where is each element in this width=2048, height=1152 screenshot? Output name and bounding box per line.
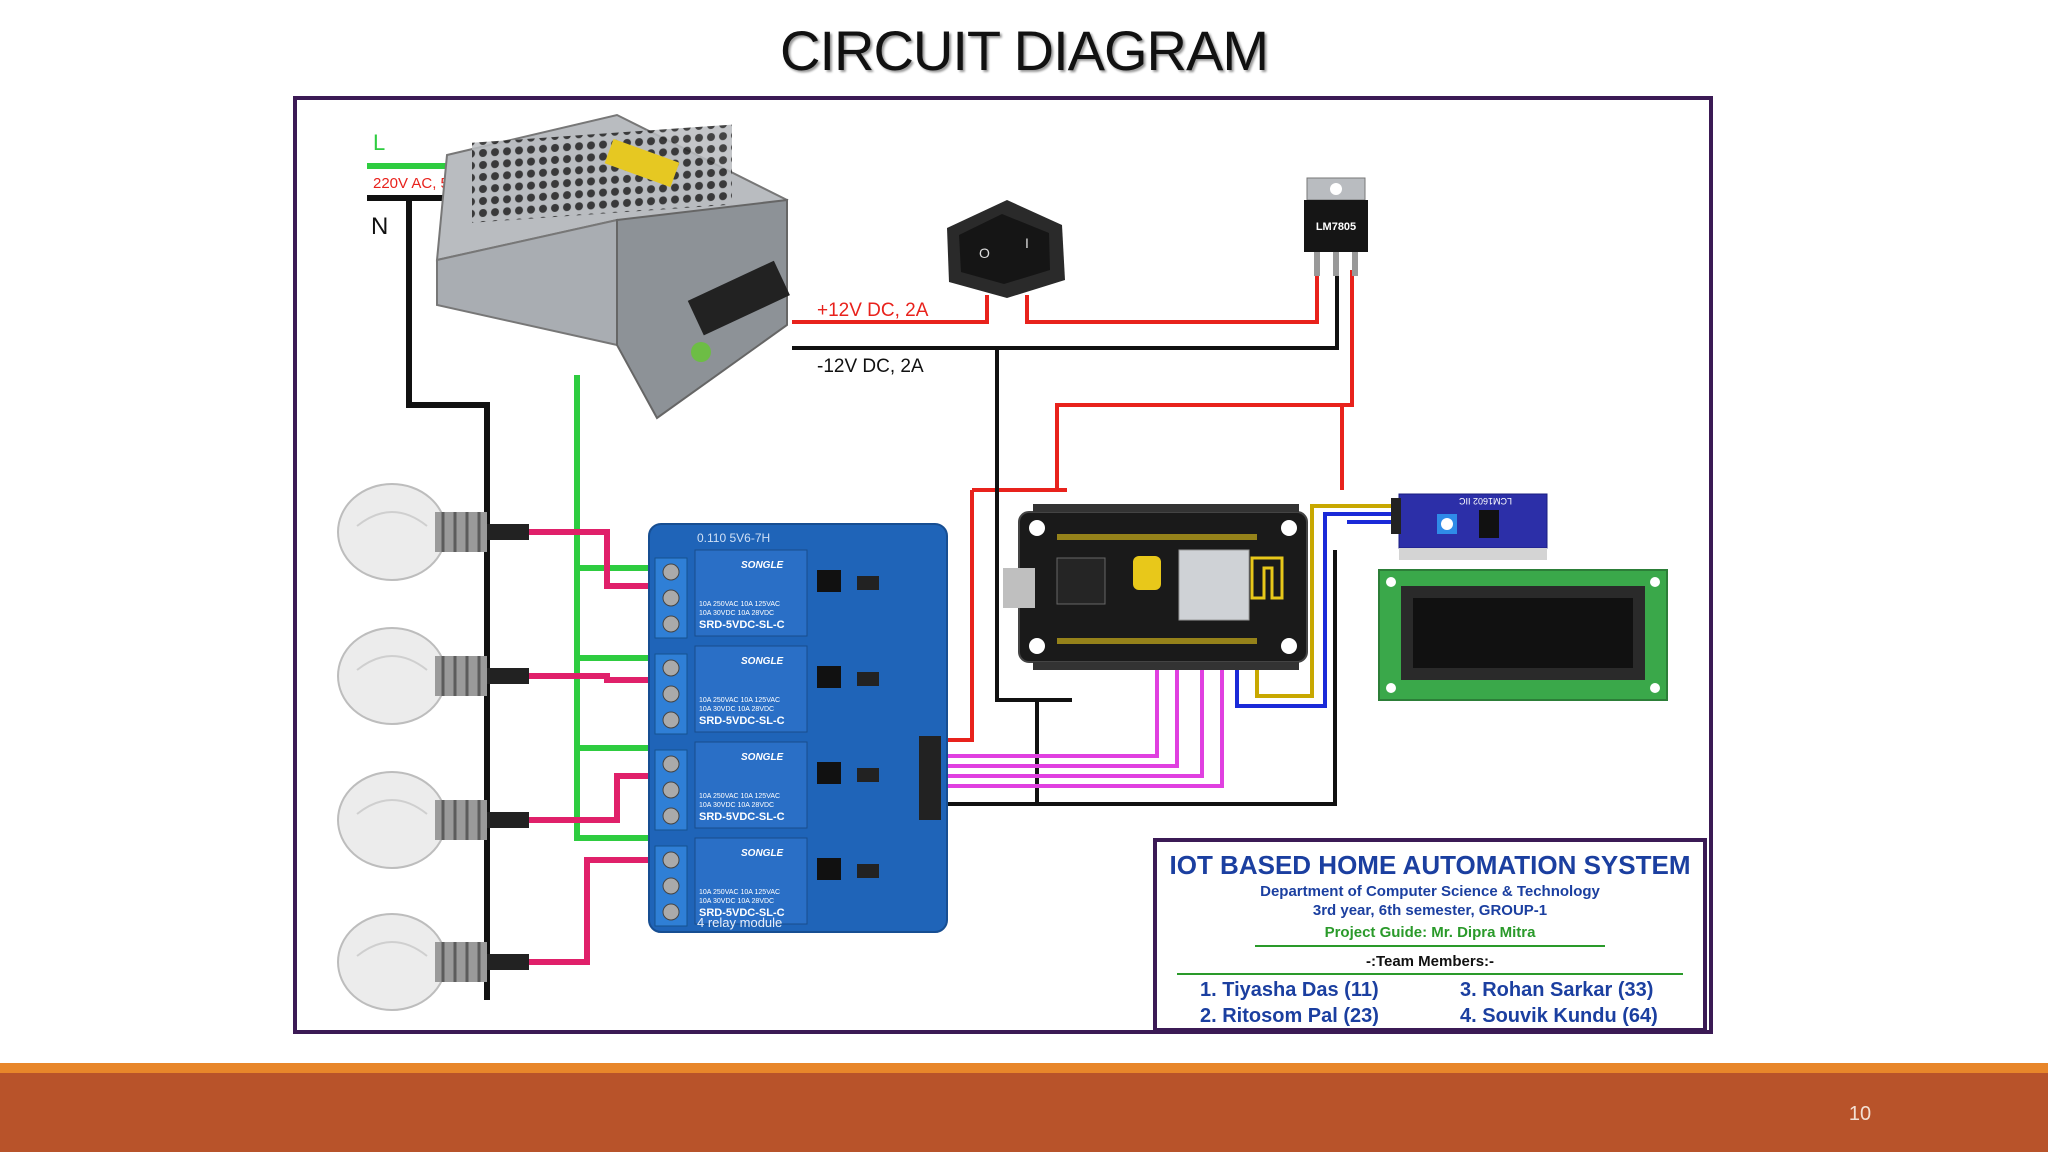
- svg-text:0.110 5V6-7H: 0.110 5V6-7H: [697, 531, 770, 545]
- relay-3: SONGLE 10A 250VAC 10A 125VAC 10A 30VDC 1…: [654, 741, 879, 831]
- footer-band: [0, 1073, 2048, 1152]
- svg-text:O: O: [979, 245, 990, 261]
- light-bulb-icon-1: [337, 483, 529, 581]
- relay-module-label: 4 relay module: [697, 915, 782, 930]
- regulator-5v-wire: [1055, 270, 1354, 490]
- relay-header-pins: [919, 736, 941, 820]
- svg-text:SONGLE: SONGLE: [741, 560, 784, 571]
- title-block-department: Department of Computer Science & Technol…: [1260, 883, 1600, 900]
- svg-text:10A 30VDC 10A 28VDC: 10A 30VDC 10A 28VDC: [699, 898, 774, 905]
- neutral-label: N: [371, 213, 388, 240]
- signal-wire-2: [937, 660, 1179, 768]
- switch-to-regulator-wire: [1025, 270, 1319, 324]
- voltage-regulator-icon: LM7805: [1304, 177, 1368, 276]
- svg-text:SRD-5VDC-SL-C: SRD-5VDC-SL-C: [699, 811, 785, 823]
- lamp-3-wire: [529, 773, 657, 823]
- neutral-wire-down: [406, 198, 490, 1000]
- i2c-wire-yellow: [1255, 504, 1392, 698]
- supply-label: 220V AC, 5A: [373, 175, 459, 192]
- title-block: IOT BASED HOME AUTOMATION SYSTEM Departm…: [1153, 838, 1707, 1030]
- i2c-wire-blue-1: [1235, 512, 1392, 708]
- svg-text:10A 250VAC 10A 125VAC: 10A 250VAC 10A 125VAC: [699, 697, 780, 704]
- relay-1: SONGLE 10A 250VAC 10A 125VAC 10A 30VDC 1…: [654, 549, 879, 639]
- ground-to-lcd-wire: [1037, 550, 1337, 806]
- svg-text:10A 250VAC 10A 125VAC: 10A 250VAC 10A 125VAC: [699, 889, 780, 896]
- svg-text:10A 250VAC 10A 125VAC: 10A 250VAC 10A 125VAC: [699, 793, 780, 800]
- team-member-4: 4. Souvik Kundu (64): [1460, 1005, 1658, 1027]
- title-block-guide: Project Guide: Mr. Dipra Mitra: [1325, 924, 1537, 941]
- ground-to-relay-wire: [937, 700, 1039, 806]
- light-bulb-icon-4: [337, 913, 529, 1011]
- dc-positive-label: +12V DC, 2A: [817, 300, 929, 321]
- team-member-1: 1. Tiyasha Das (11): [1200, 979, 1379, 1001]
- live-label: L: [373, 130, 385, 155]
- dc-negative-label: -12V DC, 2A: [817, 356, 924, 377]
- dc-negative-wire: [792, 270, 1339, 350]
- svg-text:SRD-5VDC-SL-C: SRD-5VDC-SL-C: [699, 715, 785, 727]
- svg-text:SONGLE: SONGLE: [741, 656, 784, 667]
- lamp-4-wire: [529, 857, 657, 965]
- team-member-3: 3. Rohan Sarkar (33): [1460, 979, 1653, 1001]
- rocker-switch-icon: O I: [947, 200, 1065, 298]
- lamp-2-wire: [529, 673, 657, 683]
- svg-text:10A 30VDC 10A 28VDC: 10A 30VDC 10A 28VDC: [699, 802, 774, 809]
- svg-text:SRD-5VDC-SL-C: SRD-5VDC-SL-C: [699, 907, 785, 919]
- team-member-2: 2. Ritosom Pal (23): [1200, 1005, 1379, 1027]
- title-block-title: IOT BASED HOME AUTOMATION SYSTEM: [1170, 850, 1691, 880]
- svg-text:I: I: [1025, 235, 1029, 251]
- signal-wire-4: [937, 660, 1224, 788]
- title-block-members-heading: -:Team Members:-: [1366, 953, 1494, 970]
- svg-text:LCM1602 IIC: LCM1602 IIC: [1458, 496, 1512, 506]
- svg-text:SONGLE: SONGLE: [741, 752, 784, 763]
- live-wire-to-relays: [574, 375, 657, 841]
- lamp-1-wire: [529, 529, 657, 589]
- footer-accent-line: [0, 1063, 2048, 1073]
- relay-4: SONGLE 10A 250VAC 10A 125VAC 10A 30VDC 1…: [654, 837, 879, 927]
- light-bulb-icon-3: [337, 771, 529, 869]
- dc-positive-wire: [792, 295, 989, 324]
- circuit-diagram-frame: L 220V AC, 5A N +12V DC, 2A -12V DC, 2A …: [293, 96, 1713, 1034]
- relay-2: SONGLE 10A 250VAC 10A 125VAC 10A 30VDC 1…: [654, 645, 879, 735]
- svg-text:10A 250VAC 10A 125VAC: 10A 250VAC 10A 125VAC: [699, 601, 780, 608]
- signal-wire-1: [937, 660, 1159, 758]
- svg-text:SRD-5VDC-SL-C: SRD-5VDC-SL-C: [699, 619, 785, 631]
- power-supply-icon: [435, 113, 790, 420]
- svg-text:10A 30VDC 10A 28VDC: 10A 30VDC 10A 28VDC: [699, 610, 774, 617]
- title-block-year: 3rd year, 6th semester, GROUP-1: [1313, 902, 1547, 919]
- ground-down-wire: [995, 348, 1072, 702]
- nodemcu-board-icon: [1003, 504, 1308, 670]
- signal-wire-3: [937, 660, 1204, 778]
- wires: [367, 163, 1392, 1000]
- slide-title: CIRCUIT DIAGRAM: [780, 19, 1269, 82]
- page-number: 10: [1848, 1103, 1872, 1125]
- 5v-to-relay-wire: [937, 490, 974, 742]
- regulator-label: LM7805: [1316, 221, 1356, 233]
- i2c-adapter-icon: LCM1602 IIC: [1391, 493, 1548, 560]
- svg-text:10A 30VDC 10A 28VDC: 10A 30VDC 10A 28VDC: [699, 706, 774, 713]
- svg-text:SONGLE: SONGLE: [741, 848, 784, 859]
- lcd-display-icon: [1378, 569, 1668, 701]
- circuit-diagram: L 220V AC, 5A N +12V DC, 2A -12V DC, 2A …: [337, 113, 1707, 1030]
- light-bulb-icon-2: [337, 627, 529, 725]
